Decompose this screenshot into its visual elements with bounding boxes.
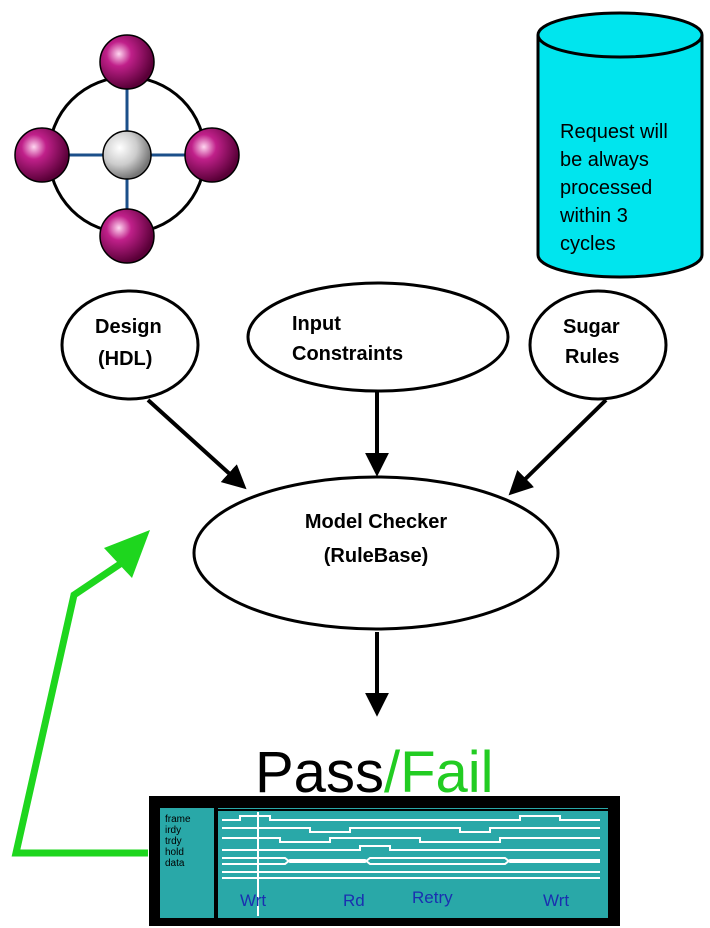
- phase-label-wrt-2: Wrt: [543, 891, 569, 910]
- rule-text-line-2: be always: [560, 149, 649, 171]
- constraints-label: Input: [292, 313, 341, 335]
- feedback-arrow: [11, 549, 148, 857]
- rules-label: Sugar: [563, 316, 620, 338]
- rule-text-line-3: processed: [560, 177, 652, 199]
- database-cylinder-icon: Request will be always processed within …: [536, 11, 704, 279]
- rules-sublabel: Rules: [565, 346, 619, 368]
- rules-node: Sugar Rules: [528, 289, 668, 401]
- signal-traces: [222, 812, 600, 916]
- pass-fail-text: Pass/Fail: [255, 740, 494, 805]
- slash-text: /: [384, 740, 401, 805]
- rule-text-line-5: cycles: [560, 233, 616, 255]
- signal-label-frame: frame: [165, 814, 191, 825]
- signal-label-hold: hold: [165, 847, 184, 858]
- design-label: Design: [95, 316, 162, 338]
- design-node: Design (HDL): [60, 289, 200, 401]
- molecule-icon: [14, 34, 240, 264]
- signal-label-data: data: [165, 858, 185, 869]
- feedback-arrowhead: [104, 530, 150, 578]
- signal-label-trdy: trdy: [165, 836, 182, 847]
- fail-text: Fail: [400, 740, 493, 805]
- model-checker-node: Model Checker (RuleBase): [192, 475, 560, 631]
- rule-text-line-1: Request will: [560, 121, 668, 143]
- signal-label-irdy: irdy: [165, 825, 181, 836]
- phase-label-retry: Retry: [412, 888, 453, 907]
- constraints-sublabel: Constraints: [292, 343, 403, 365]
- design-sublabel: (HDL): [98, 348, 152, 370]
- constraints-node: Input Constraints: [246, 281, 510, 393]
- rules-arrow: [508, 398, 608, 496]
- checker-sublabel: (RuleBase): [324, 545, 428, 567]
- design-arrow: [146, 398, 247, 490]
- checker-label: Model Checker: [305, 511, 447, 533]
- phase-label-wrt-1: Wrt: [240, 891, 266, 910]
- phase-label-rd: Rd: [343, 891, 365, 910]
- waveform-trace: frame irdy trdy hold data Wrt Rd Retry W…: [149, 796, 620, 926]
- rule-text-line-4: within 3: [559, 205, 628, 227]
- pass-text: Pass: [255, 740, 384, 805]
